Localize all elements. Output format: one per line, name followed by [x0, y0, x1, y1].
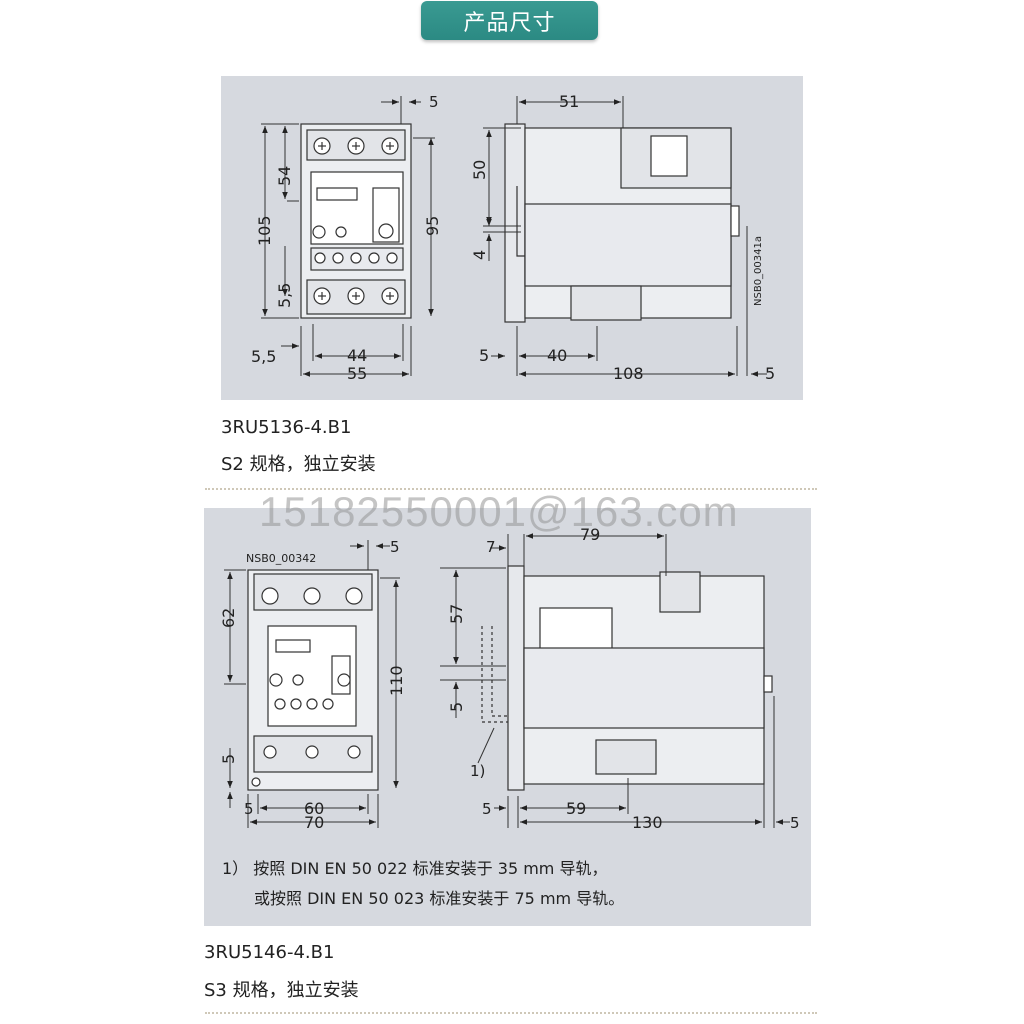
divider-2 — [205, 1012, 817, 1014]
dim-110: 110 — [387, 665, 406, 696]
dim-50: 50 — [470, 160, 489, 180]
divider-1 — [205, 488, 817, 490]
dim-57: 57 — [447, 604, 466, 624]
dim-5-side-left: 5 — [479, 346, 489, 365]
dim-5-bottom-side-s3: 5 — [482, 800, 492, 818]
side-view-s3 — [481, 565, 773, 791]
dim-79: 79 — [580, 525, 600, 544]
footnote-line-2: 或按照 DIN EN 50 023 标准安装于 75 mm 导轨。 — [254, 889, 625, 908]
side-view — [504, 123, 740, 323]
dim-70: 70 — [304, 813, 324, 832]
dim-51: 51 — [559, 92, 579, 111]
dim-top-right: 5 — [429, 93, 439, 111]
rail-note-marker: 1) — [470, 762, 485, 780]
spec-caption-1: S2 规格，独立安装 — [221, 454, 376, 475]
dimension-drawing-s3: NSB0_00342 5 62 5 110 5 60 70 — [204, 508, 811, 926]
front-dimension-lines — [261, 96, 435, 377]
drawing-s3-svg: NSB0_00342 5 62 5 110 5 60 70 — [219, 525, 800, 832]
dim-40: 40 — [547, 346, 567, 365]
dim-108: 108 — [613, 364, 644, 383]
dim-5-side-right: 5 — [765, 364, 775, 383]
dim-4: 4 — [470, 250, 489, 260]
section-title-text: 产品尺寸 — [463, 10, 556, 36]
dim-55: 55 — [347, 364, 367, 383]
footnote-line-1: 1） 按照 DIN EN 50 022 标准安装于 35 mm 导轨， — [222, 859, 608, 878]
dim-54: 54 — [275, 166, 294, 186]
drawing-code-1: NSB0_00341a — [753, 236, 764, 306]
dim-5-left-s3: 5 — [219, 754, 238, 764]
dim-105: 105 — [255, 215, 274, 246]
front-view-s3 — [247, 569, 379, 791]
dim-5-5-bottom: 5,5 — [251, 347, 276, 366]
dim-5-5-left: 5,5 — [275, 283, 294, 308]
spec-caption-2: S3 规格，独立安装 — [204, 980, 359, 1001]
section-title: 产品尺寸 — [421, 1, 598, 40]
dim-7: 7 — [486, 538, 496, 556]
dim-44: 44 — [347, 346, 367, 365]
drawing-s2-svg: 5 54 105 5,5 95 5,5 44 55 51 50 4 5 40 — [251, 92, 775, 383]
dim-5-bottom-s3: 5 — [244, 800, 254, 818]
dim-5-top-s3: 5 — [390, 538, 400, 556]
dim-130: 130 — [632, 813, 663, 832]
dim-95: 95 — [423, 216, 442, 236]
dim-60: 60 — [304, 799, 324, 818]
dim-59: 59 — [566, 799, 586, 818]
front-view — [300, 123, 412, 319]
drawing-code-2: NSB0_00342 — [246, 552, 316, 565]
dim-5-side-s3: 5 — [447, 702, 466, 712]
side-dimension-lines-s3 — [440, 533, 790, 828]
dimension-drawing-s2: 5 54 105 5,5 95 5,5 44 55 51 50 4 5 40 — [221, 76, 803, 400]
side-dimension-lines — [483, 96, 767, 377]
dim-5-right-s3: 5 — [790, 814, 800, 832]
dim-62: 62 — [219, 608, 238, 628]
front-dimension-lines-s3 — [224, 540, 400, 828]
model-caption-1: 3RU5136-4.B1 — [221, 417, 352, 438]
model-caption-2: 3RU5146-4.B1 — [204, 942, 335, 963]
